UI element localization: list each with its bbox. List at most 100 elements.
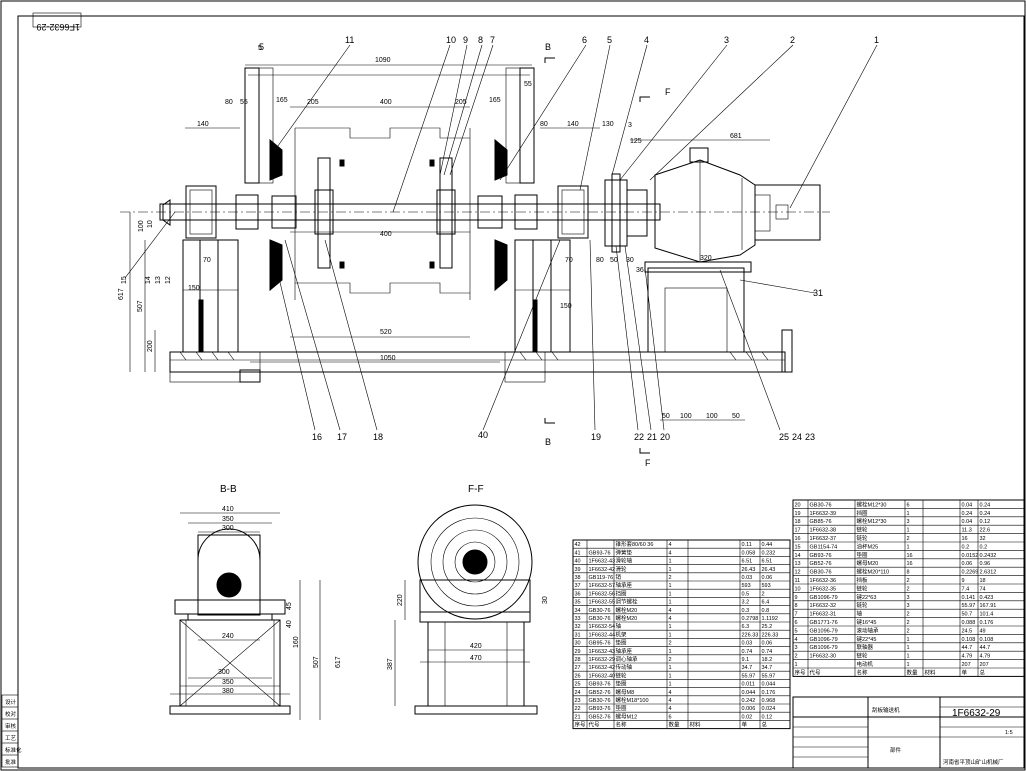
parts-cell: 6.3 xyxy=(742,624,750,630)
parts-cell: 0.011 xyxy=(742,682,755,688)
parts-cell: 锥形套80/60 36 xyxy=(616,540,654,548)
parts-header-cell: 数量 xyxy=(669,721,681,729)
parts-cell: 1F6632-42 xyxy=(589,665,616,671)
parts-cell: 6 xyxy=(795,620,798,626)
coupling xyxy=(604,179,628,247)
parts-cell: 33 xyxy=(575,616,581,622)
svg-text:21: 21 xyxy=(647,432,657,442)
parts-cell: 12 xyxy=(795,570,801,576)
parts-cell: 2.6312 xyxy=(980,570,997,576)
parts-cell: 22.6 xyxy=(980,528,991,534)
svg-text:30: 30 xyxy=(542,596,549,604)
svg-text:80: 80 xyxy=(540,121,548,128)
parts-header-cell: 序号 xyxy=(575,721,587,729)
parts-cell: 32 xyxy=(575,624,581,630)
parts-cell: 1 xyxy=(907,645,910,651)
svg-text:16: 16 xyxy=(312,432,322,442)
parts-header-cell: 代号 xyxy=(589,721,601,729)
svg-text:507: 507 xyxy=(313,656,320,668)
parts-cell: 挡板 xyxy=(857,576,869,584)
svg-text:380: 380 xyxy=(222,688,234,695)
parts-cell: 30 xyxy=(575,641,581,647)
svg-text:5: 5 xyxy=(259,42,264,52)
parts-cell: 4 xyxy=(669,690,672,696)
parts-cell: 29 xyxy=(575,649,581,655)
parts-cell: 0.141 xyxy=(962,595,976,601)
parts-cell: 24 xyxy=(575,690,581,696)
parts-cell: GB52-76 xyxy=(589,690,611,696)
parts-cell: 螺母M8 xyxy=(616,688,635,696)
svg-text:50: 50 xyxy=(662,413,670,420)
parts-cell: GB1771-76 xyxy=(810,620,838,626)
parts-cell: GB93-76 xyxy=(589,706,611,712)
svg-text:1:5: 1:5 xyxy=(1005,730,1013,736)
parts-cell: 0.24 xyxy=(980,502,991,508)
parts-cell: 1F6632-43 xyxy=(589,649,616,655)
svg-text:300: 300 xyxy=(218,669,230,676)
parts-cell: 207 xyxy=(962,662,971,668)
parts-cell: 18 xyxy=(795,519,801,525)
parts-cell: 6 xyxy=(907,502,910,508)
parts-cell: 1 xyxy=(669,567,672,573)
parts-cell: 10 xyxy=(795,586,801,592)
parts-header-cell: 单 xyxy=(742,721,748,729)
svg-text:165: 165 xyxy=(276,97,288,104)
parts-cell: 弹簧垫 xyxy=(616,548,633,556)
svg-text:45: 45 xyxy=(286,602,293,610)
parts-cell: 链轮 xyxy=(857,526,869,534)
svg-text:3: 3 xyxy=(724,35,729,45)
svg-text:410: 410 xyxy=(222,506,234,513)
parts-cell: 40 xyxy=(575,559,581,565)
parts-cell: 226.33 xyxy=(742,632,759,638)
parts-cell: 3 xyxy=(907,519,910,525)
parts-cell: 18 xyxy=(980,578,986,584)
parts-cell: 螺栓M12*30 xyxy=(857,500,887,508)
parts-cell: 593 xyxy=(762,583,771,589)
parts-cell: 34 xyxy=(575,608,581,614)
parts-cell: 1 xyxy=(669,632,672,638)
parts-cell: 0.968 xyxy=(762,698,776,704)
parts-cell: 26.43 xyxy=(742,567,756,573)
parts-cell: GB30-76 xyxy=(589,616,611,622)
parts-cell: 16 xyxy=(795,536,801,542)
parts-cell: 50.7 xyxy=(962,612,973,618)
parts-cell: 0.02 xyxy=(742,714,753,720)
svg-text:160: 160 xyxy=(293,636,300,648)
parts-cell: 机架 xyxy=(616,630,628,638)
parts-cell: 键22*63 xyxy=(857,593,877,601)
parts-cell: 0.12 xyxy=(980,519,991,525)
svg-text:B: B xyxy=(545,437,551,447)
parts-cell: 27 xyxy=(575,665,581,671)
parts-cell: 41 xyxy=(575,550,581,556)
drawing-frame xyxy=(17,15,1025,769)
svg-text:80: 80 xyxy=(596,257,604,264)
svg-text:1F6632-29: 1F6632-29 xyxy=(952,708,1001,719)
svg-text:400: 400 xyxy=(380,99,392,106)
parts-header-cell: 总 xyxy=(980,668,986,676)
parts-cell: 0.2 xyxy=(980,544,988,550)
parts-cell: 0.74 xyxy=(742,649,753,655)
parts-cell: 1F6632-32 xyxy=(810,603,837,609)
parts-cell: 1F6632-35 xyxy=(810,586,837,592)
parts-cell: 螺母M12 xyxy=(616,712,638,720)
parts-cell: 13 xyxy=(795,561,801,567)
parts-cell: 1F6632-40 xyxy=(589,673,616,679)
parts-cell: 11.3 xyxy=(962,528,972,534)
svg-text:审核: 审核 xyxy=(5,722,17,730)
parts-cell: 4 xyxy=(669,616,672,622)
parts-cell: 3 xyxy=(907,603,910,609)
parts-cell: 2 xyxy=(907,536,910,542)
parts-cell: 垫圈 xyxy=(616,639,628,647)
svg-text:F-F: F-F xyxy=(468,484,484,495)
svg-text:1090: 1090 xyxy=(375,57,391,64)
svg-text:7: 7 xyxy=(490,35,495,45)
parts-cell: 0.74 xyxy=(762,649,773,655)
parts-cell: 0.24 xyxy=(962,511,973,517)
svg-text:140: 140 xyxy=(197,121,209,128)
parts-cell: GB1154-74 xyxy=(810,544,838,550)
svg-text:165: 165 xyxy=(489,97,501,104)
parts-cell: 滑轮轴 xyxy=(616,557,633,565)
